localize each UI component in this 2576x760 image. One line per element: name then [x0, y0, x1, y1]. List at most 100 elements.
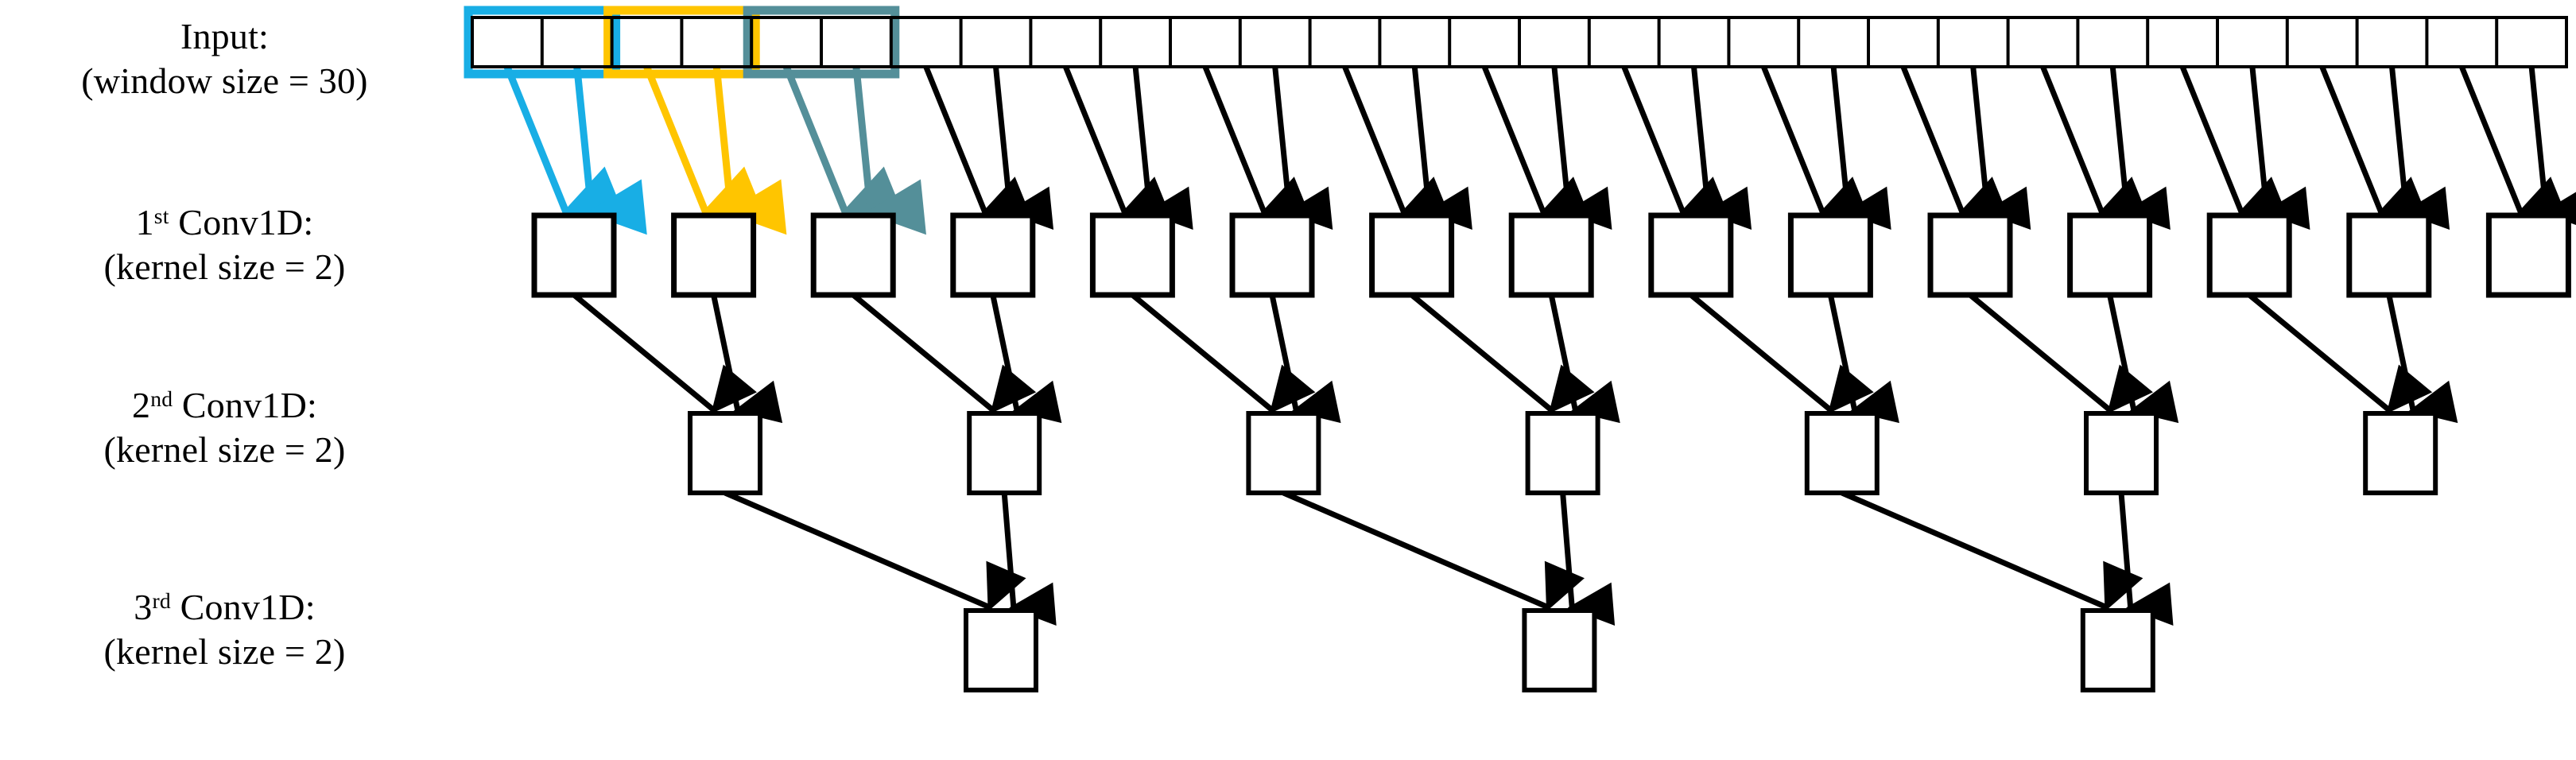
conv3-unit-box — [964, 608, 1038, 692]
arrow-input-to-conv1-diagonal — [923, 65, 1032, 217]
arrow-conv2-to-conv3-diagonal — [1841, 490, 2143, 612]
arrow-input-to-conv1-diagonal — [1481, 65, 1590, 217]
row-label-conv1: 1st Conv1D: (kernel size = 2) — [0, 200, 449, 289]
arrow-input-to-conv1-diagonal — [2040, 65, 2148, 217]
conv3-unit-box — [2080, 608, 2155, 692]
row-label-conv1-text: Conv1D: — [169, 202, 314, 242]
arrow-conv1-to-conv2-diagonal — [1968, 293, 2153, 414]
conv1-unit-box — [2485, 212, 2571, 298]
conv1-unit-box — [1369, 212, 1455, 298]
arrow-input-to-conv1-diagonal — [1342, 65, 1450, 217]
arrow-conv1-to-conv2-vertical — [1827, 294, 1899, 424]
arrow-conv2-to-conv3-vertical — [1001, 492, 1057, 626]
row-label-conv3-ordinal-suffix: rd — [152, 588, 171, 614]
kernel-window-3 — [743, 6, 900, 79]
conv2-unit-box — [2084, 411, 2159, 495]
arrow-conv1-to-conv2-diagonal — [1410, 293, 1595, 414]
row-label-conv2-line1: 2nd Conv1D: — [0, 383, 449, 428]
conv2-unit-box — [967, 411, 1042, 495]
arrow-input-to-conv1-diagonal — [2459, 65, 2567, 217]
conv1-unit-box — [2346, 212, 2432, 298]
row-label-conv2: 2nd Conv1D: (kernel size = 2) — [0, 383, 449, 472]
conv1-unit-box — [2067, 212, 2153, 298]
arrow-input-to-conv1-diagonal — [1202, 65, 1311, 217]
row-label-conv2-line2: (kernel size = 2) — [103, 429, 346, 471]
arrow-conv1-to-conv2-vertical — [2107, 294, 2179, 424]
arrow-conv2-to-conv3-vertical — [2118, 492, 2174, 626]
arrow-input-to-conv1-diagonal — [2319, 65, 2428, 217]
arrow-input-to-conv1-vertical — [1970, 66, 2031, 231]
arrow-input-to-conv1-vertical — [1830, 66, 1891, 231]
row-label-input-line1: Input: — [180, 16, 270, 56]
arrow-input-to-conv1-diagonal — [1621, 65, 1730, 217]
row-label-conv1-ordinal: 1 — [135, 202, 154, 242]
conv1-unit-box — [1787, 212, 1873, 298]
arrow-conv2-to-conv3-diagonal — [1282, 490, 1585, 612]
arrow-conv1-to-conv2-diagonal — [572, 293, 757, 414]
arrow-input-to-conv1-diagonal — [503, 65, 626, 219]
arrow-input-to-conv1-diagonal — [1900, 65, 2009, 217]
arrow-input-to-conv1-vertical — [2249, 66, 2310, 231]
arrow-input-to-conv1-vertical — [852, 66, 926, 235]
arrow-conv2-to-conv3-diagonal — [724, 490, 1026, 612]
arrow-input-to-conv1-vertical — [1272, 66, 1333, 231]
arrow-conv1-to-conv2-vertical — [1548, 294, 1620, 424]
arrow-input-to-conv1-diagonal — [2179, 65, 2288, 217]
conv1-unit-box — [671, 212, 757, 298]
conv1-unit-box — [1508, 212, 1594, 298]
conv1-unit-box — [2206, 212, 2292, 298]
conv1-unit-box — [1089, 212, 1175, 298]
conv2-unit-box — [688, 411, 762, 495]
row-label-conv3-line1: 3rd Conv1D: — [0, 585, 449, 630]
arrow-input-to-conv1-vertical — [712, 66, 787, 235]
arrow-input-to-conv1-vertical — [1411, 66, 1472, 231]
conv3-unit-box — [1522, 608, 1597, 692]
arrow-input-to-conv1-diagonal — [1761, 65, 1869, 217]
conv1-unit-box — [1229, 212, 1315, 298]
arrow-input-to-conv1-diagonal — [782, 65, 906, 219]
arrow-conv1-to-conv2-diagonal — [1689, 293, 1874, 414]
row-label-conv3-text: Conv1D: — [170, 587, 316, 627]
row-label-conv1-ordinal-suffix: st — [153, 204, 169, 229]
arrow-conv1-to-conv2-vertical — [711, 294, 783, 424]
arrow-conv1-to-conv2-vertical — [2386, 294, 2458, 424]
conv3-row — [964, 608, 2155, 692]
arrow-conv1-to-conv2-vertical — [1269, 294, 1341, 424]
arrow-input-to-conv1-vertical — [2389, 66, 2450, 231]
arrow-conv1-to-conv2-diagonal — [1131, 293, 1316, 414]
arrow-conv1-to-conv2-vertical — [990, 294, 1062, 424]
arrow-input-to-conv1-vertical — [1691, 66, 1752, 231]
row-label-conv2-ordinal-suffix: nd — [150, 386, 173, 412]
arrow-group-input-to-conv1 — [503, 65, 2576, 235]
row-label-input-line2: (window size = 30) — [81, 60, 368, 102]
arrow-input-to-conv1-vertical — [1551, 66, 1612, 231]
arrow-input-to-conv1-vertical — [2528, 66, 2576, 231]
arrow-input-to-conv1-vertical — [1132, 66, 1193, 231]
conv2-unit-box — [1246, 411, 1321, 495]
conv1-unit-box — [810, 212, 896, 298]
row-label-conv3-ordinal: 3 — [134, 587, 153, 627]
arrow-conv2-to-conv3-vertical — [1560, 492, 1616, 626]
row-label-conv2-ordinal: 2 — [132, 385, 151, 425]
arrow-input-to-conv1-vertical — [993, 66, 1054, 231]
kernel-window-2 — [603, 6, 760, 79]
arrow-conv1-to-conv2-diagonal — [851, 293, 1037, 414]
row-label-conv2-text: Conv1D: — [173, 385, 317, 425]
arrow-input-to-conv1-diagonal — [1063, 65, 1171, 217]
kernel-window-1 — [464, 6, 621, 79]
row-label-conv3: 3rd Conv1D: (kernel size = 2) — [0, 585, 449, 674]
conv1-unit-box — [1648, 212, 1734, 298]
conv2-unit-box — [1804, 411, 1880, 495]
kernel-window-highlights — [464, 6, 900, 79]
conv2-row — [688, 411, 2438, 495]
row-label-conv1-line1: 1st Conv1D: — [0, 200, 449, 245]
arrow-conv1-to-conv2-diagonal — [2247, 293, 2433, 414]
arrow-input-to-conv1-vertical — [2109, 66, 2171, 231]
conv2-unit-box — [2363, 411, 2438, 495]
arrow-group-conv1-to-conv2 — [572, 293, 2458, 424]
conv1-unit-box — [950, 212, 1036, 298]
conv1-unit-box — [1927, 212, 2013, 298]
arrow-group-conv2-to-conv3 — [724, 490, 2174, 626]
